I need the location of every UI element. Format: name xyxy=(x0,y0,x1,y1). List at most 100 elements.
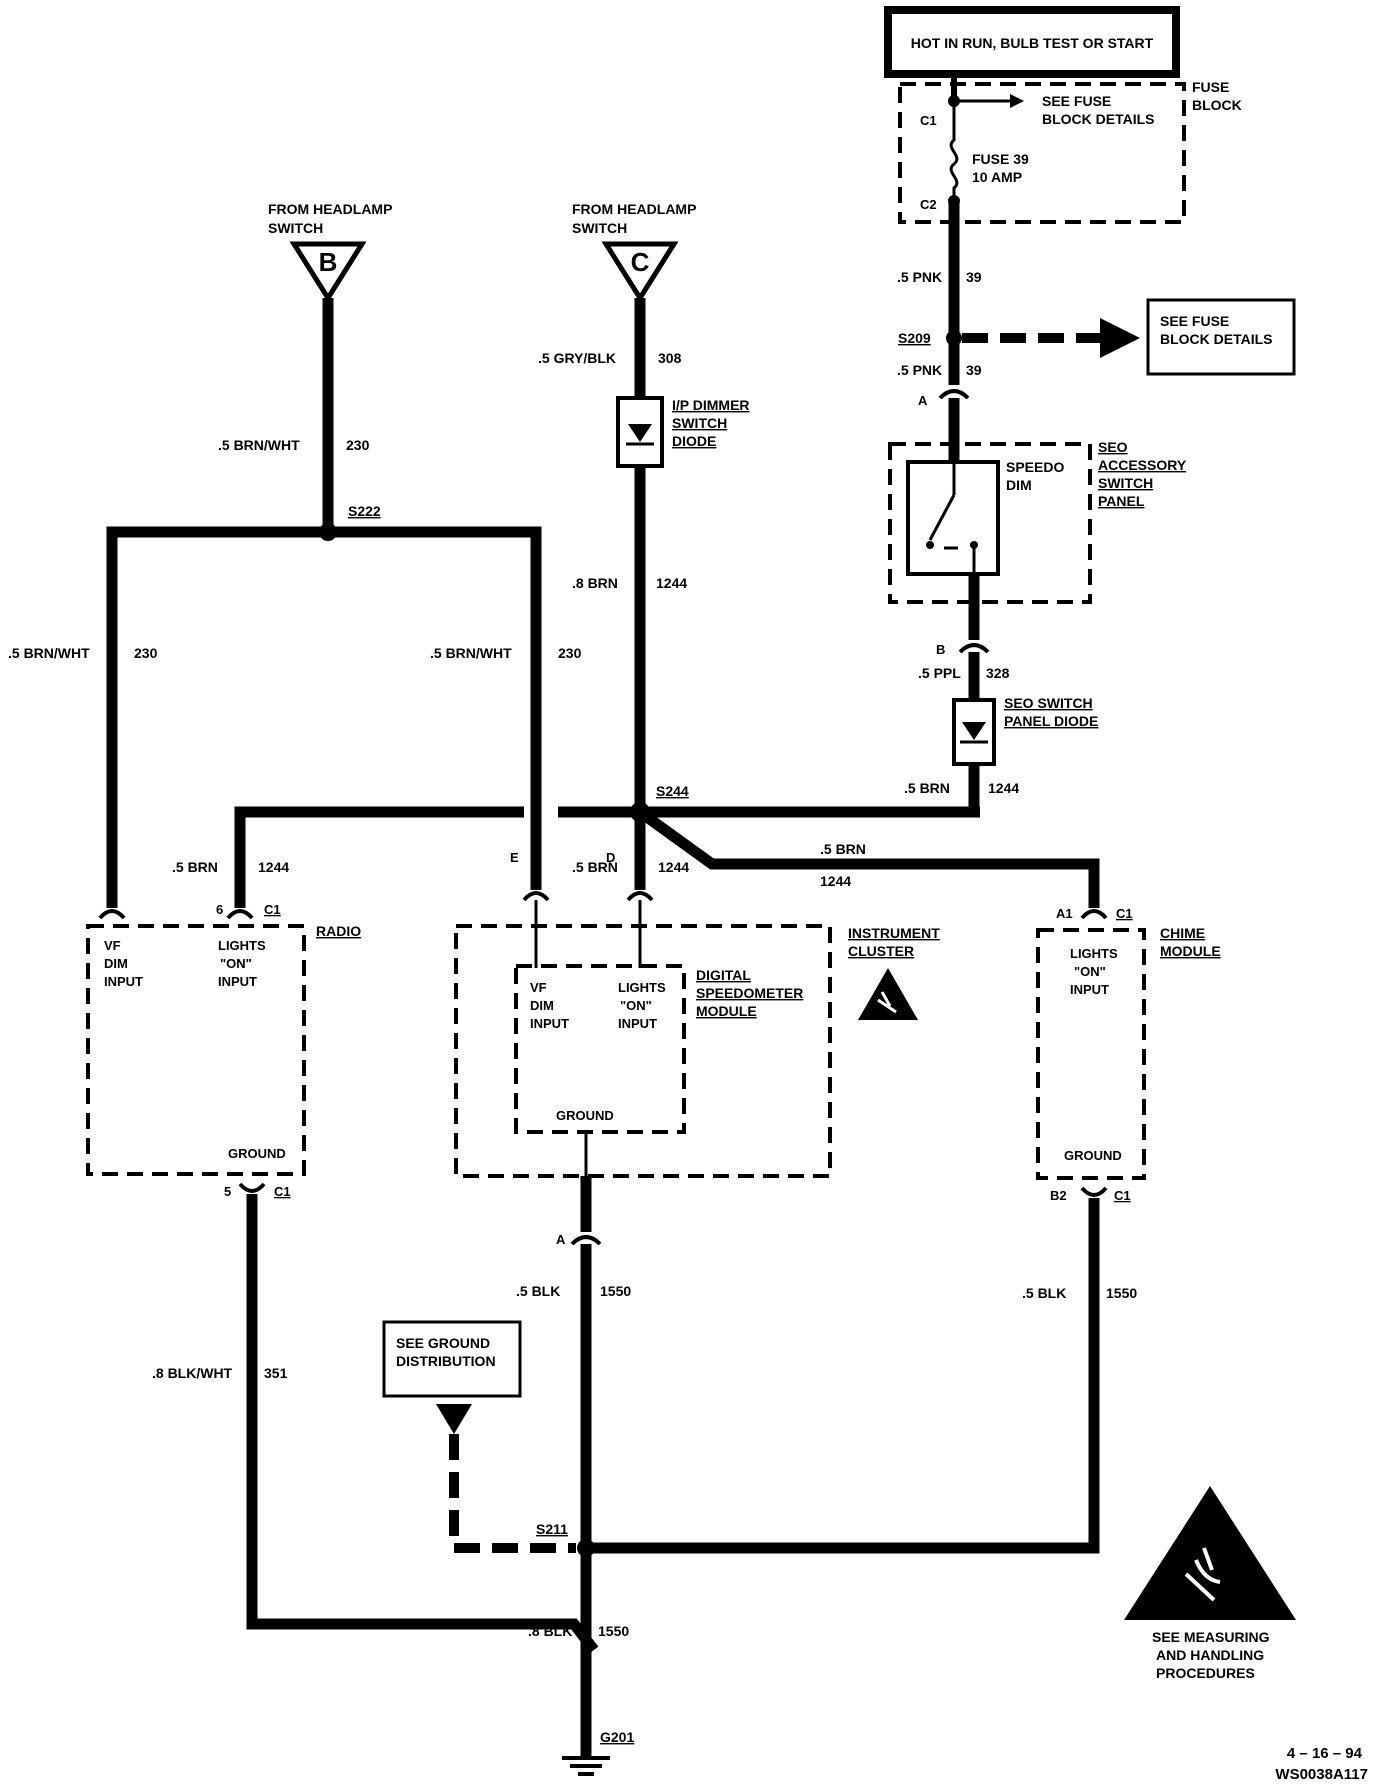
radio-label: RADIO xyxy=(316,923,361,939)
seo-diode-line2: PANEL DIODE xyxy=(1004,713,1098,729)
fuse-amp-label: 10 AMP xyxy=(972,169,1022,185)
wire-brn8-size: .8 BRN xyxy=(572,575,618,591)
radio-pin-6: 6 xyxy=(216,902,223,917)
chime-lights-3: INPUT xyxy=(1070,982,1109,997)
seo-label-1: SEO xyxy=(1098,439,1128,455)
ic-conn-d: D xyxy=(606,850,615,865)
seo-accessory-panel: SEO ACCESSORY SWITCH PANEL SPEEDO DIM xyxy=(888,439,1187,604)
wire-blk-ic-num: 1550 xyxy=(600,1283,631,1299)
wire-gry-num: 308 xyxy=(658,350,682,366)
footer-code: WS0038A117 xyxy=(1275,1766,1368,1783)
chime-c1-top: C1 xyxy=(1116,906,1133,921)
wire-brnwht-left-size: .5 BRN/WHT xyxy=(8,645,90,661)
fuse-c2-label: C2 xyxy=(920,197,937,212)
hot-in-run-label: HOT IN RUN, BULB TEST OR START xyxy=(911,35,1154,51)
headlamp-c-triangle xyxy=(601,241,679,303)
speedo-label-2: SPEEDOMETER xyxy=(696,985,803,1001)
seo-label-4: PANEL xyxy=(1098,493,1145,509)
radio-vf-3: INPUT xyxy=(104,974,143,989)
dimmer-diode-line2: SWITCH xyxy=(672,415,727,431)
fuse-39-element xyxy=(949,101,959,200)
splice-s244-label: S244 xyxy=(656,783,689,799)
chime-label-2: MODULE xyxy=(1160,943,1221,959)
fuse-see-details-1: SEE FUSE xyxy=(1042,93,1111,109)
radio-lights-1: LIGHTS xyxy=(218,938,266,953)
ip-dimmer-switch-diode: I/P DIMMER SWITCH DIODE xyxy=(616,396,750,468)
radio-lights-2: "ON" xyxy=(220,956,252,971)
ground-dist-line1: SEE GROUND xyxy=(396,1335,490,1351)
wire-blkwht-size: .8 BLK/WHT xyxy=(152,1365,233,1381)
speedo-vf-2: DIM xyxy=(530,998,554,1013)
radio-c1-top: C1 xyxy=(264,902,281,917)
wire-brn8-num: 1244 xyxy=(656,575,687,591)
wire-brn-sw-num: 1244 xyxy=(988,780,1019,796)
esd-large-icon xyxy=(1124,1486,1296,1620)
radio-module: 6 C1 RADIO VF DIM INPUT LIGHTS "ON" INPU… xyxy=(86,902,361,1199)
chime-pin-a1: A1 xyxy=(1056,906,1073,921)
speedo-ground: GROUND xyxy=(556,1108,614,1123)
wire-brnwht-top-size: .5 BRN/WHT xyxy=(218,437,300,453)
ground-dist-line2: DISTRIBUTION xyxy=(396,1353,496,1369)
speedo-vf-3: INPUT xyxy=(530,1016,569,1031)
ground-g201: G201 xyxy=(562,1729,634,1776)
radio-vf-2: DIM xyxy=(104,956,128,971)
wire-brn-chime-num: 1244 xyxy=(820,873,851,889)
splice-s209-dot xyxy=(946,330,962,346)
fuse-block: FUSE BLOCK SEE FUSE BLOCK DETAILS C1 FUS… xyxy=(898,74,1242,224)
splice-s211-dot xyxy=(577,1539,595,1557)
seo-conn-a-label: A xyxy=(918,393,928,408)
esd-note-line2: AND HANDLING xyxy=(1156,1647,1264,1663)
speedo-lights-2: "ON" xyxy=(620,998,652,1013)
esd-warning-icon xyxy=(858,968,918,1020)
chime-ground: GROUND xyxy=(1064,1148,1122,1163)
ground-g201-label: G201 xyxy=(600,1729,634,1745)
radio-pin-5: 5 xyxy=(224,1184,231,1199)
wire-brn-chime-size: .5 BRN xyxy=(820,841,866,857)
headlamp-c-line2: SWITCH xyxy=(572,220,627,236)
wire-blkwht-num: 351 xyxy=(264,1365,288,1381)
speedo-dim-2: DIM xyxy=(1006,477,1032,493)
hot-in-run-box: HOT IN RUN, BULB TEST OR START xyxy=(884,6,1180,78)
radio-lights-3: INPUT xyxy=(218,974,257,989)
seo-conn-b-label: B xyxy=(936,642,945,657)
headlamp-b-triangle xyxy=(289,241,367,303)
splice-s211-label: S211 xyxy=(536,1521,568,1537)
wire-brn-radio-num: 1244 xyxy=(258,859,289,875)
ground-dist-arrow xyxy=(436,1404,472,1434)
speedo-lights-3: INPUT xyxy=(618,1016,657,1031)
ic-label-1: INSTRUMENT xyxy=(848,925,940,941)
headlamp-c-line1: FROM HEADLAMP xyxy=(572,201,696,217)
wire-pnk-top-num: 39 xyxy=(966,269,982,285)
ic-conn-a: A xyxy=(556,1232,566,1247)
arrow-to-fuse-details xyxy=(1100,318,1140,358)
wire-brn-sw-size: .5 BRN xyxy=(904,780,950,796)
chime-lights-2: "ON" xyxy=(1074,964,1106,979)
fuse-see-details-2: BLOCK DETAILS xyxy=(1042,111,1155,127)
wire-brn-ic-num: 1244 xyxy=(658,859,689,875)
wire-blk-ic-size: .5 BLK xyxy=(516,1283,560,1299)
ground-distribution-box: SEE GROUND DISTRIBUTION xyxy=(382,1320,522,1398)
fuse-block-label-1: FUSE xyxy=(1192,79,1229,95)
chime-label-1: CHIME xyxy=(1160,925,1205,941)
wire-brnwht-left-num: 230 xyxy=(134,645,158,661)
fuse-block-label-2: BLOCK xyxy=(1192,97,1242,113)
speedo-dim-1: SPEEDO xyxy=(1006,459,1064,475)
instrument-cluster: E D INSTRUMENT CLUSTER DIGITAL SPEEDOMET… xyxy=(454,850,940,1178)
esd-note: SEE MEASURING AND HANDLING PROCEDURES xyxy=(1124,1486,1296,1681)
wire-blk-bot-size: .8 BLK xyxy=(528,1623,572,1639)
wire-pnk-top-size: .5 PNK xyxy=(897,269,942,285)
chime-lights-1: LIGHTS xyxy=(1070,946,1118,961)
chime-module: A1 C1 CHIME MODULE LIGHTS "ON" INPUT GRO… xyxy=(1036,906,1221,1203)
wire-blk-chime-num: 1550 xyxy=(1106,1285,1137,1301)
esd-note-line3: PROCEDURES xyxy=(1156,1665,1255,1681)
seo-diode-line1: SEO SWITCH xyxy=(1004,695,1093,711)
speedo-label-1: DIGITAL xyxy=(696,967,751,983)
wire-brn-radio-size: .5 BRN xyxy=(172,859,218,875)
headlamp-b-line2: SWITCH xyxy=(268,220,323,236)
wire-brnwht-top-num: 230 xyxy=(346,437,370,453)
fuse-c1-label: C1 xyxy=(920,113,937,128)
speedo-vf-1: VF xyxy=(530,980,547,995)
seo-switch-panel-diode: SEO SWITCH PANEL DIODE xyxy=(952,695,1098,766)
wire-ppl-num: 328 xyxy=(986,665,1010,681)
